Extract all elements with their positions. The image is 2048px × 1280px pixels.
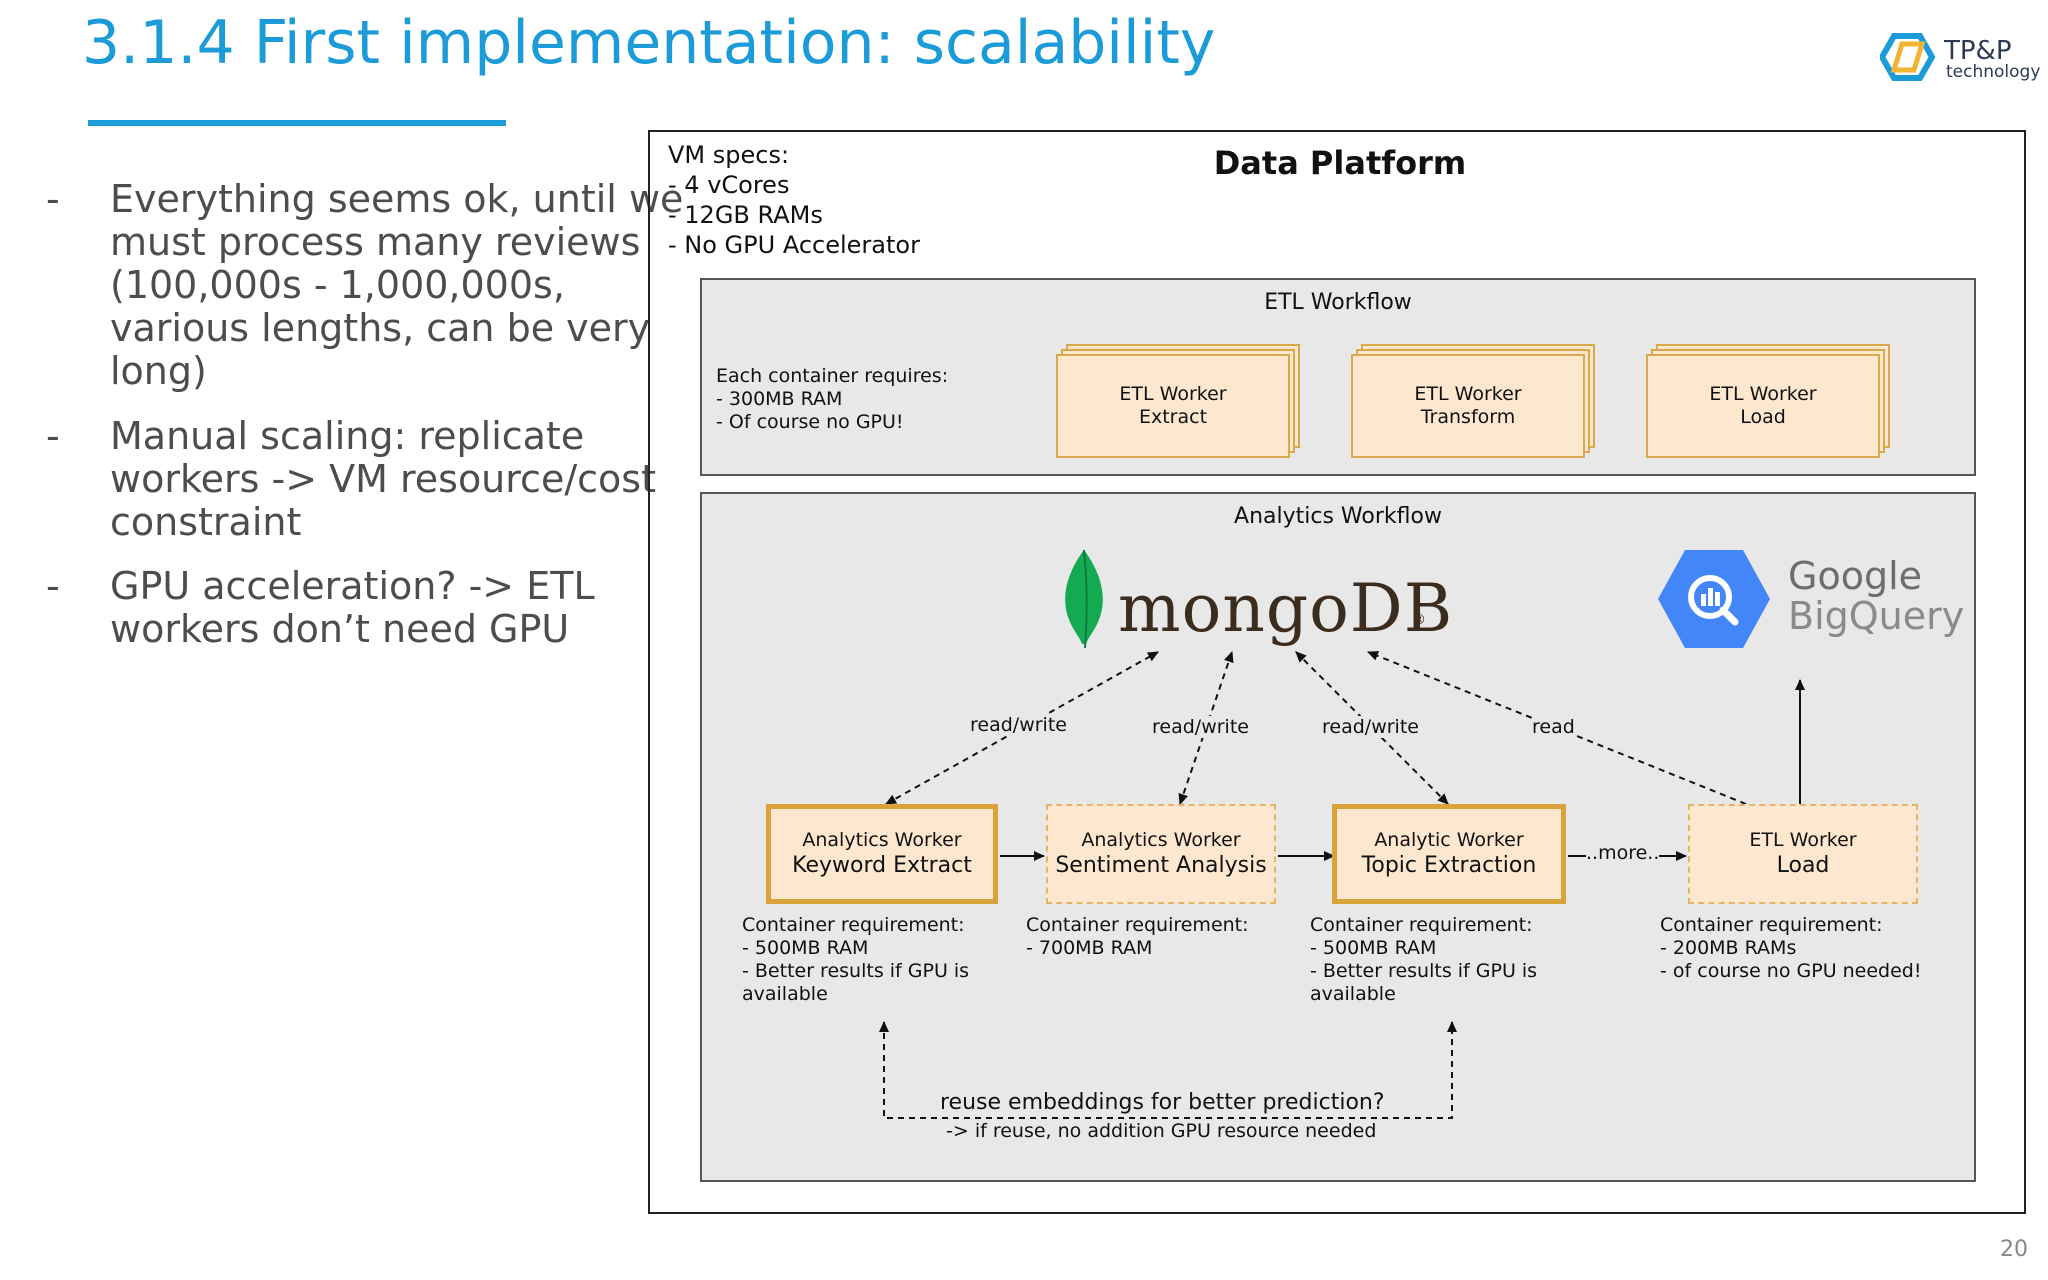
page-number: 20	[2000, 1237, 2028, 1262]
mongodb-registered-mark: ®	[1412, 612, 1426, 628]
requirement-sentiment-analysis: Container requirement: - 700MB RAM	[1026, 914, 1249, 959]
logo-name: TP&P	[1944, 36, 2012, 66]
worker-line2: Load	[1776, 853, 1830, 878]
bullet-dash: -	[46, 177, 60, 221]
bullet-text: Manual scaling: replicate workers -> VM …	[110, 414, 656, 544]
worker-line2: Keyword Extract	[792, 853, 972, 878]
mongodb-leaf-icon	[1065, 549, 1103, 649]
title-underline	[88, 120, 506, 126]
vm-specs: VM specs: - 4 vCores - 12GB RAMs - No GP…	[668, 141, 920, 259]
edge-label-readwrite-3: read/write	[1322, 716, 1419, 738]
reuse-gpu-note: -> if reuse, no addition GPU resource ne…	[946, 1120, 1377, 1142]
arrow-topic-mongodb	[1295, 651, 1449, 805]
etl-worker-line2: Transform	[1420, 406, 1516, 428]
analytic-worker-topic-extraction: Analytic Worker Topic Extraction	[1332, 804, 1566, 904]
bullet-text: Everything seems ok, until we must proce…	[110, 177, 684, 393]
etl-worker-load: ETL Worker Load	[1646, 354, 1880, 458]
analytics-workflow-title: Analytics Workflow	[1234, 504, 1442, 529]
etl-workflow-title: ETL Workflow	[1264, 290, 1412, 315]
worker-line2: Sentiment Analysis	[1055, 853, 1267, 878]
edge-label-read: read	[1532, 716, 1575, 738]
etl-worker-extract: ETL Worker Extract	[1056, 354, 1290, 458]
data-platform-frame	[648, 130, 2026, 1214]
edge-label-readwrite-2: read/write	[1152, 716, 1249, 738]
worker-line1: Analytic Worker	[1374, 829, 1524, 851]
analytics-worker-sentiment-analysis: Analytics Worker Sentiment Analysis	[1046, 804, 1276, 904]
worker-line2: Topic Extraction	[1361, 853, 1537, 878]
etl-worker-line1: ETL Worker	[1119, 383, 1227, 405]
bigquery-icon	[1658, 550, 1770, 648]
analytics-worker-keyword-extract: Analytics Worker Keyword Extract	[766, 804, 998, 904]
etl-worker-line1: ETL Worker	[1414, 383, 1522, 405]
bullet-dash: -	[46, 414, 60, 458]
worker-line1: Analytics Worker	[802, 829, 962, 851]
bullet-dash: -	[46, 564, 60, 608]
tpp-logo-icon	[1880, 33, 1936, 81]
edge-label-readwrite-1: read/write	[970, 714, 1067, 736]
google-wordmark: Google	[1788, 554, 1923, 598]
requirement-keyword-extract: Container requirement: - 500MB RAM - Bet…	[742, 914, 970, 1005]
bigquery-wordmark: BigQuery	[1788, 594, 1965, 638]
etl-worker-line2: Load	[1740, 406, 1786, 428]
etl-worker-transform: ETL Worker Transform	[1351, 354, 1585, 458]
bullet-text: GPU acceleration? -> ETL workers don’t n…	[110, 564, 595, 651]
worker-line1: ETL Worker	[1749, 829, 1857, 851]
reuse-embeddings-label: reuse embeddings for better prediction?	[940, 1090, 1385, 1115]
worker-line1: Analytics Worker	[1081, 829, 1241, 851]
data-platform-title: Data Platform	[1213, 144, 1467, 182]
etl-worker-line1: ETL Worker	[1709, 383, 1817, 405]
etl-worker-load-bigquery: ETL Worker Load	[1688, 804, 1918, 904]
edge-label-more: ..more..	[1586, 842, 1660, 864]
requirement-etl-load: Container requirement: - 200MB RAMs - of…	[1660, 914, 1922, 982]
mongodb-wordmark: mongoDB	[1118, 570, 1454, 647]
logo-sub: technology	[1946, 62, 2041, 82]
etl-container-note: Each container requires: - 300MB RAM - O…	[716, 365, 949, 433]
etl-worker-line2: Extract	[1138, 406, 1208, 428]
arrow-reuse-embeddings	[879, 1021, 1457, 1119]
page-title: 3.1.4 First implementation: scalability	[82, 8, 1216, 78]
requirement-topic-extraction: Container requirement: - 500MB RAM - Bet…	[1310, 914, 1538, 1005]
